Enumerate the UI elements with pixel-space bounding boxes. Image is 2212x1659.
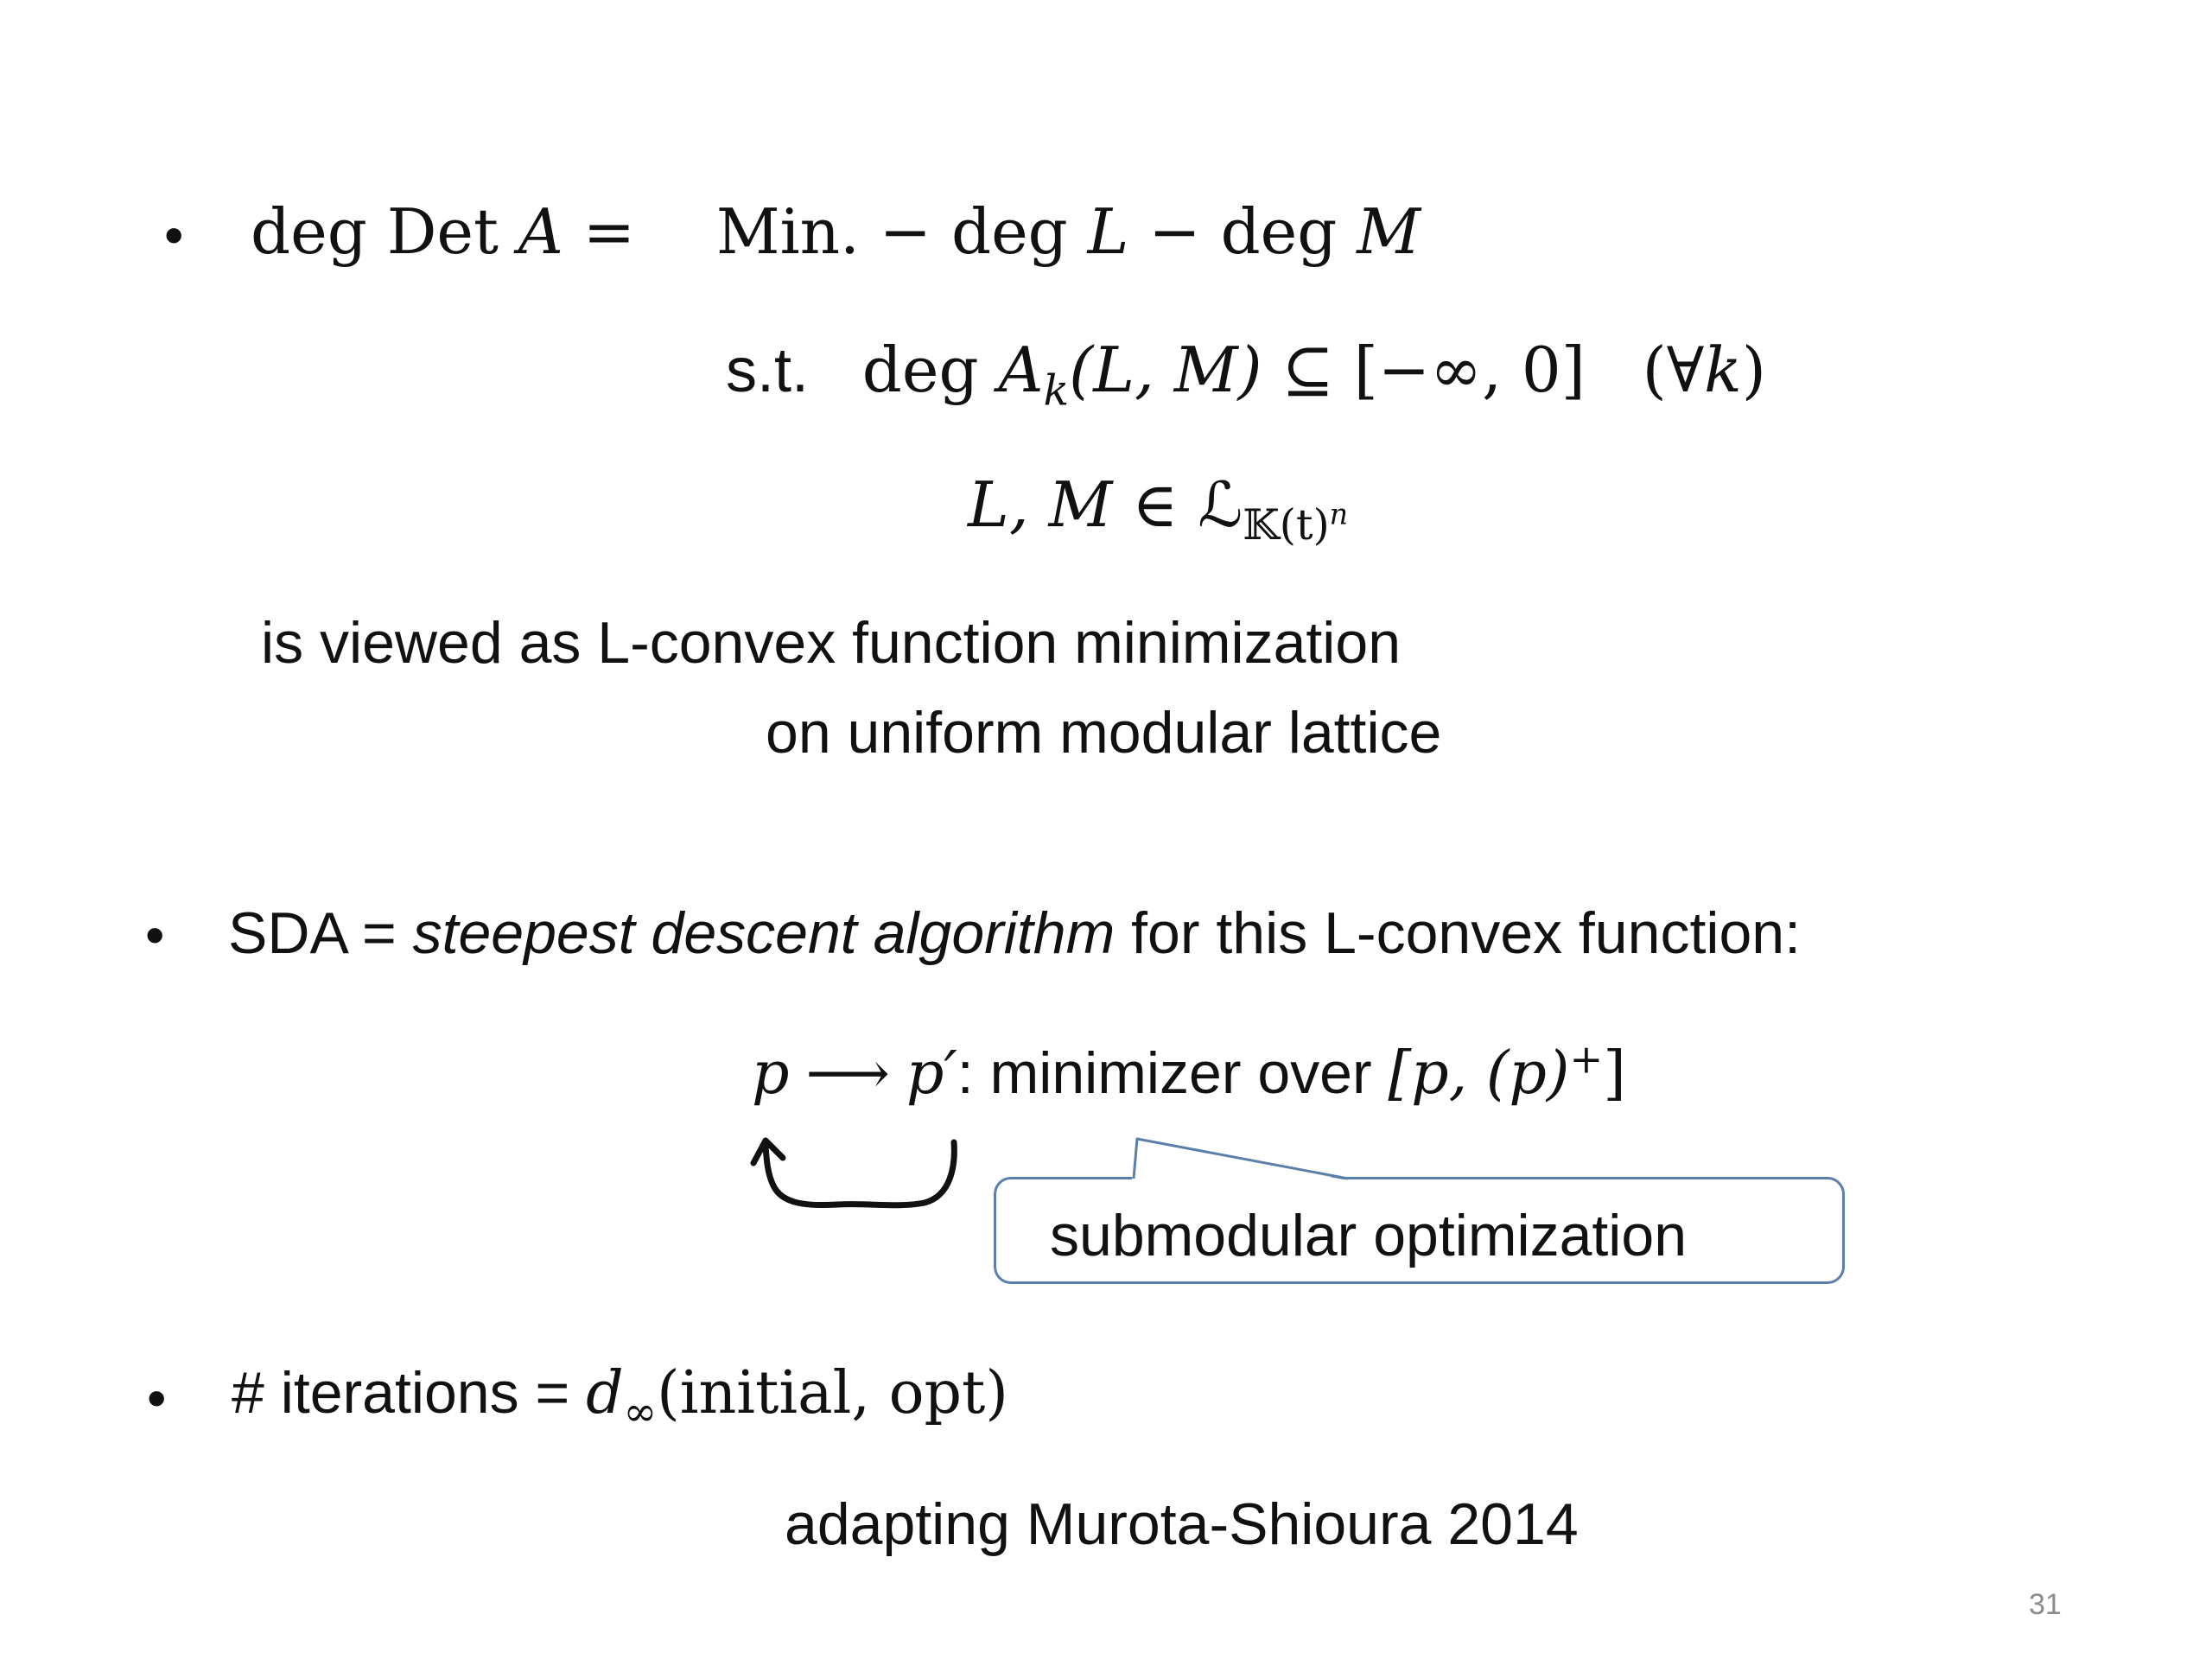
update-line: p ⟶ p′: minimizer over [p, (p)+] [752, 1039, 1626, 1103]
equals-sign: = [582, 195, 636, 268]
script-L: ℒ [1198, 468, 1243, 541]
callout-label: submodular optimization [1050, 1203, 1688, 1268]
interval-neg-inf-zero: [−∞, 0] [1353, 334, 1586, 406]
update-interval-close: ] [1603, 1039, 1626, 1108]
callout-pointer-outline [1132, 1137, 1349, 1180]
st-word: s.t. [726, 336, 810, 405]
objective-line: deg Det A = Min. − deg L − deg M [251, 200, 1421, 263]
subseteq-sign: ⊆ [1281, 334, 1334, 406]
callout-pointer-shape [1132, 1141, 1348, 1180]
min-word: Min. [715, 195, 860, 268]
bullet-3: • [147, 1367, 167, 1429]
iterations-line: # iterations = d∞(initial, opt) [232, 1360, 1008, 1432]
loop-arrowhead-icon [750, 1137, 786, 1166]
deg-word-3: deg [1220, 195, 1338, 268]
superscript-plus: + [1569, 1035, 1604, 1083]
viewed-as-text-2: on uniform modular lattice [766, 700, 1442, 766]
subscript-inf: ∞ [623, 1388, 658, 1435]
long-arrow: ⟶ [805, 1039, 890, 1108]
sda-suffix: for this L-convex function: [1115, 900, 1801, 966]
subscript-k: k [1043, 365, 1070, 416]
sda-line: SDA = steepest descent algorithm for thi… [228, 904, 1801, 963]
args-LM: (L, M) [1069, 334, 1262, 406]
vars-LM: L, M [968, 468, 1113, 541]
var-A-k: A [998, 334, 1044, 406]
deg-word-2: deg [950, 195, 1068, 268]
sda-italic: steepest descent algorithm [412, 900, 1116, 966]
bullet-2: • [145, 904, 165, 966]
det-word: Det [386, 195, 499, 268]
superscript-n: n [1329, 498, 1349, 532]
var-k: k [1704, 334, 1742, 406]
update-interval: [p, (p) [1388, 1039, 1570, 1108]
reference-text: adapting Murota-Shioura 2014 [785, 1491, 1579, 1557]
in-sign: ∈ [1132, 468, 1179, 541]
forall-open: (∀ [1642, 334, 1705, 406]
iterations-args: (initial, opt) [657, 1359, 1008, 1427]
loop-arrow-icon [762, 1139, 957, 1209]
page-number: 31 [2029, 1588, 2062, 1621]
field-subscript: 𝕂(t)n [1243, 498, 1349, 550]
bullet-1: • [164, 204, 184, 266]
var-d: d [586, 1359, 624, 1427]
iterations-prefix: # iterations = [232, 1360, 587, 1426]
var-p-prime: p′ [906, 1039, 957, 1108]
minus-sign: − [879, 195, 932, 268]
deg-word-4: deg [861, 334, 979, 406]
domain-line: L, M ∈ ℒ𝕂(t)n [968, 474, 1348, 546]
var-M: M [1357, 195, 1421, 268]
var-A: A [518, 195, 563, 268]
minus-sign-2: − [1148, 195, 1201, 268]
deg-word: deg [251, 195, 367, 268]
var-L: L [1087, 195, 1129, 268]
callout-box: submodular optimization [994, 1177, 1845, 1284]
var-p: p [752, 1039, 790, 1108]
constraint-line: s.t. deg Ak(L, M) ⊆ [−∞, 0] (∀k) [726, 336, 1766, 411]
sda-prefix: SDA = [228, 900, 413, 966]
forall-close: ) [1741, 334, 1766, 406]
viewed-as-text-1: is viewed as L-convex function minimizat… [261, 610, 1402, 676]
update-text: : minimizer over [957, 1040, 1389, 1106]
